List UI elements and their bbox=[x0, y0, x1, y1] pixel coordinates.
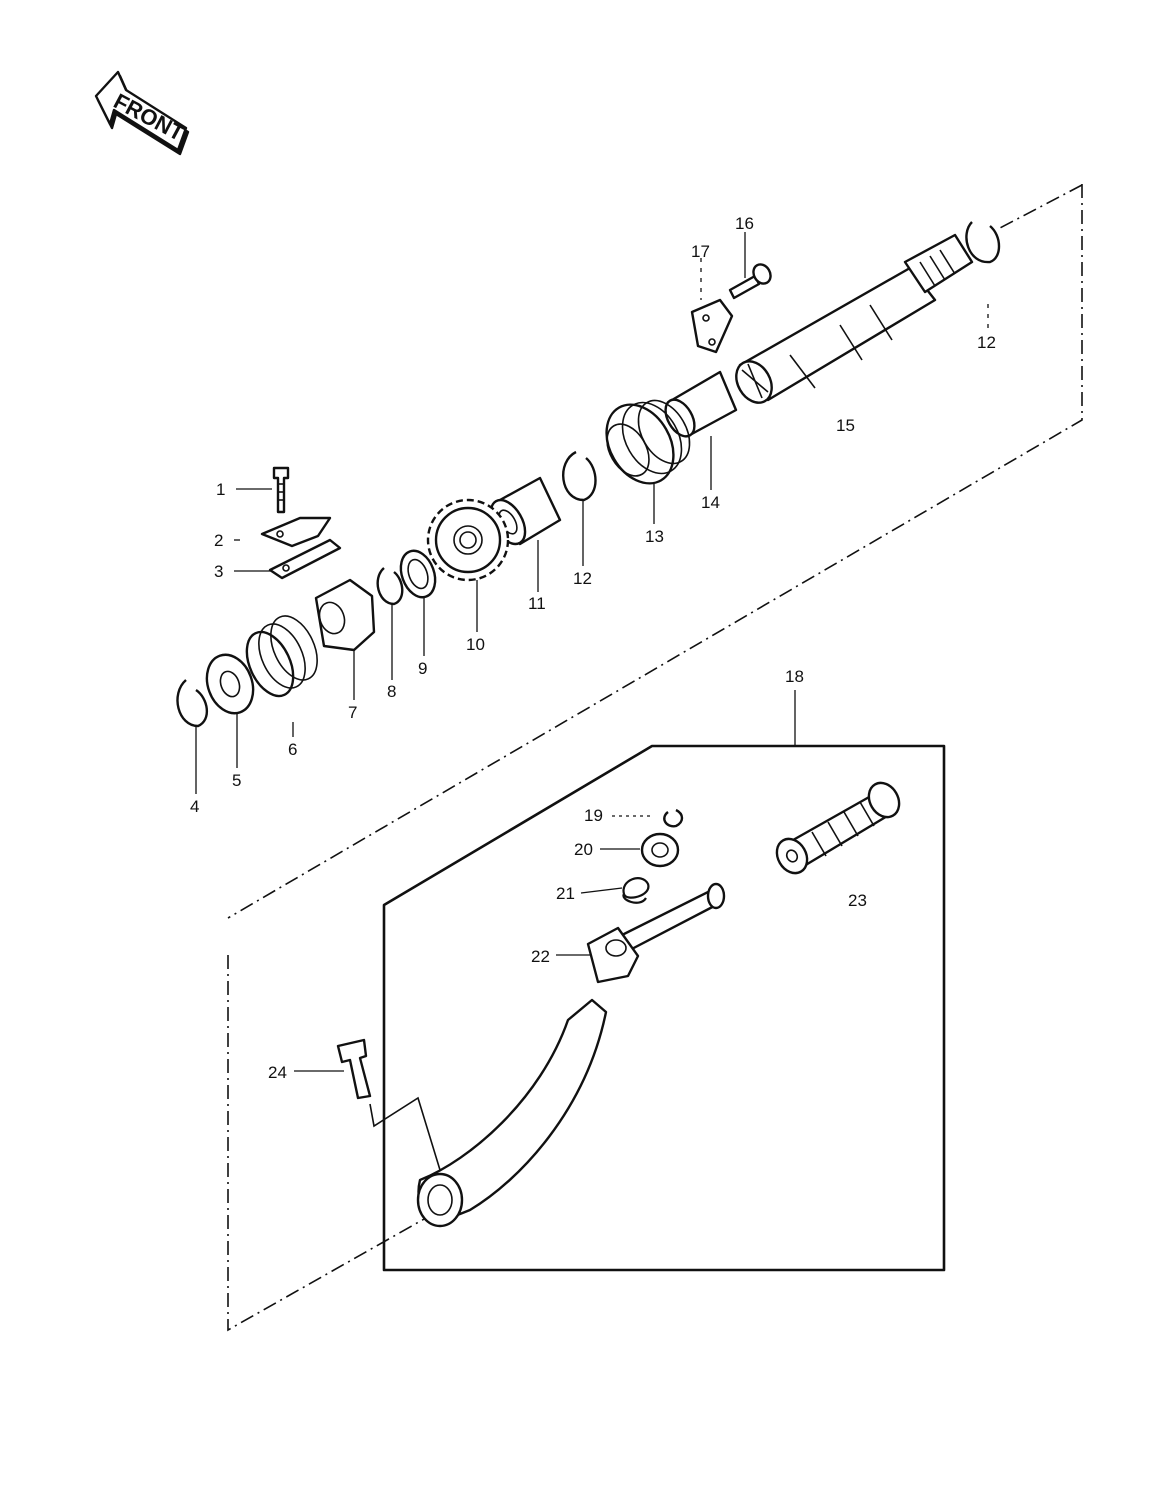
callout-8: 8 bbox=[387, 682, 396, 701]
callout-numbers: 1 2 3 4 5 6 7 8 9 10 11 12 13 14 15 16 1… bbox=[190, 214, 996, 1082]
part-21-spring bbox=[622, 877, 650, 904]
callout-12-right: 12 bbox=[977, 333, 996, 352]
part-3-plate bbox=[268, 538, 342, 580]
part-24-bolt bbox=[336, 1038, 441, 1171]
part-5-washer bbox=[205, 653, 255, 715]
callout-13: 13 bbox=[645, 527, 664, 546]
part-8-circlip bbox=[376, 567, 404, 606]
part-6-spring bbox=[245, 615, 318, 698]
callout-3: 3 bbox=[214, 562, 223, 581]
part-2-plate bbox=[260, 516, 332, 548]
callout-14: 14 bbox=[701, 493, 720, 512]
callout-20: 20 bbox=[574, 840, 593, 859]
part-12-circlip-right bbox=[965, 221, 1001, 264]
callout-21: 21 bbox=[556, 884, 575, 903]
part-1-bolt bbox=[272, 466, 290, 514]
part-17-plate bbox=[690, 298, 734, 354]
callout-18: 18 bbox=[785, 667, 804, 686]
callout-6: 6 bbox=[288, 740, 297, 759]
callout-17: 17 bbox=[691, 242, 710, 261]
callout-15: 15 bbox=[836, 416, 855, 435]
assembly-outline bbox=[227, 184, 1083, 1332]
part-20-bushing bbox=[640, 832, 680, 868]
callout-9: 9 bbox=[418, 659, 427, 678]
part-22-pivot bbox=[586, 882, 726, 984]
callout-10: 10 bbox=[466, 635, 485, 654]
callout-7: 7 bbox=[348, 703, 357, 722]
callout-16: 16 bbox=[735, 214, 754, 233]
part-13-spring bbox=[605, 399, 691, 485]
part-7-ratchet bbox=[314, 578, 376, 652]
leader-lines bbox=[195, 232, 989, 1072]
part-9-washer bbox=[399, 549, 437, 599]
callout-23: 23 bbox=[848, 891, 867, 910]
kickstarter-shaft bbox=[735, 233, 974, 404]
part-4-circlip bbox=[176, 679, 208, 728]
callout-4: 4 bbox=[190, 797, 199, 816]
part-10-gear bbox=[426, 498, 510, 582]
callout-5: 5 bbox=[232, 771, 241, 790]
callout-11: 11 bbox=[528, 594, 546, 613]
callout-22: 22 bbox=[531, 947, 550, 966]
pedal-assembly-box bbox=[382, 690, 946, 1272]
part-16-bolt bbox=[728, 263, 772, 300]
part-23-grip bbox=[775, 781, 901, 875]
callout-12-center: 12 bbox=[573, 569, 592, 588]
callout-24: 24 bbox=[268, 1063, 287, 1082]
callout-1: 1 bbox=[216, 480, 225, 499]
kick-lever-arm bbox=[416, 998, 608, 1228]
part-19-circlip bbox=[663, 808, 684, 828]
callout-19: 19 bbox=[584, 806, 603, 825]
front-arrow-icon: FRONT bbox=[94, 70, 190, 156]
callout-2: 2 bbox=[214, 531, 223, 550]
part-12-circlip-center bbox=[562, 450, 597, 502]
